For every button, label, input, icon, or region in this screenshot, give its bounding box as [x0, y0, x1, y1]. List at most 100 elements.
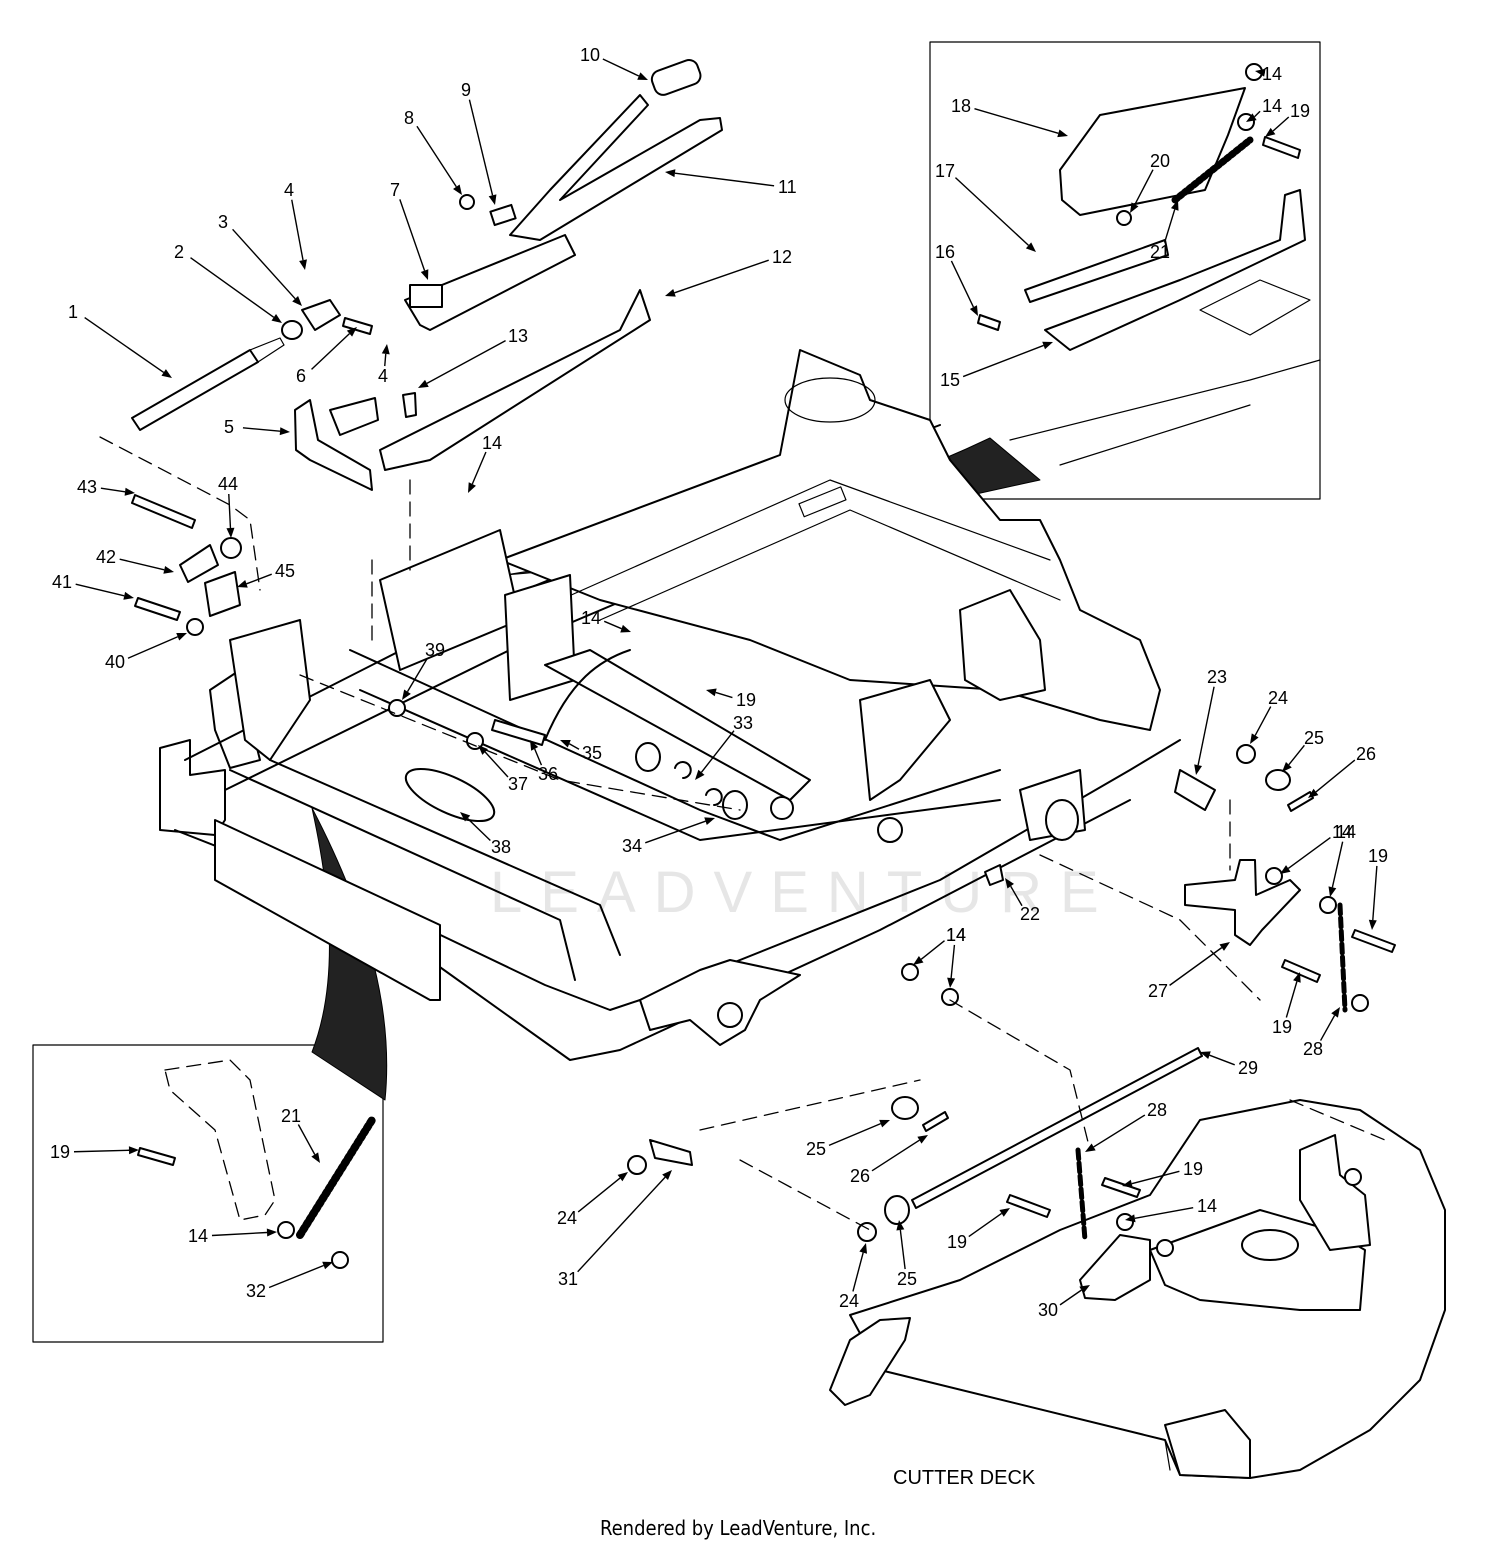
callout-arrowhead-c43 — [124, 487, 135, 496]
callout-label-c21b: 21 — [281, 1106, 301, 1126]
callout-label-c10: 10 — [580, 45, 600, 65]
part-19-bolt-r2 — [1281, 959, 1321, 983]
callout-label-c18: 18 — [951, 96, 971, 116]
part-38-spring — [404, 767, 496, 823]
callout-arrowhead-c19f — [1122, 1179, 1133, 1188]
pivot-plate-left — [229, 619, 311, 761]
callout-label-c38: 38 — [491, 837, 511, 857]
callout-arrowhead-c37 — [478, 745, 488, 755]
callout-arrowhead-c28a — [1331, 1007, 1340, 1018]
callout-leader-c31 — [577, 1176, 666, 1273]
callout-label-c27: 27 — [1148, 981, 1168, 1001]
callout-leader-c14h — [950, 944, 956, 979]
part-14-nut-r — [1319, 896, 1337, 914]
callout-arrowhead-c22 — [1005, 878, 1014, 889]
assembly-line-5 — [949, 999, 1091, 1151]
part-42-link — [179, 544, 219, 583]
callout-label-c14h: 14 — [946, 925, 966, 945]
callout-arrowhead-c23 — [1194, 764, 1203, 775]
cutter-deck-spindle-hole — [1241, 1229, 1299, 1261]
part-28-chain — [1337, 902, 1348, 1013]
callout-label-c4b: 4 — [378, 366, 388, 386]
part-24-nut — [1236, 744, 1256, 764]
frame-bracket-hole — [877, 817, 903, 843]
part-7-block — [409, 284, 443, 308]
callout-arrowhead-c14f — [1328, 886, 1337, 897]
assembly-line-6 — [1289, 1099, 1386, 1141]
frame-skirt — [214, 819, 441, 1001]
callout-leader-c33 — [700, 730, 735, 773]
part-14-nut-d2 — [1156, 1239, 1174, 1257]
frame-arm — [544, 649, 811, 801]
part-14-nut-27 — [1265, 867, 1283, 885]
part-14-nut-m1 — [901, 963, 919, 981]
callout-arrowhead-c14b — [1255, 68, 1266, 77]
callout-arrowhead-c24c — [859, 1243, 868, 1254]
callout-label-c14i: 14 — [188, 1226, 208, 1246]
callout-arrowhead-c19b — [706, 688, 717, 697]
callout-label-c24a: 24 — [1268, 688, 1288, 708]
part-17-bar — [1024, 239, 1169, 303]
callout-label-c29: 29 — [1238, 1058, 1258, 1078]
callout-arrowhead-c45 — [237, 580, 248, 588]
part-30-hanger — [1079, 1234, 1151, 1301]
footer-credit: Rendered by LeadVenture, Inc. — [600, 1516, 876, 1540]
callout-label-c24c: 24 — [839, 1291, 859, 1311]
part-43-bolt — [131, 494, 196, 529]
callout-arrowhead-c26b — [917, 1135, 928, 1144]
callout-arrowhead-c25c — [896, 1220, 905, 1231]
callout-arrowhead-c19a — [1265, 127, 1276, 137]
callout-arrowhead-c14i — [266, 1228, 277, 1237]
callout-leader-c45 — [246, 573, 272, 585]
callout-label-c17: 17 — [935, 161, 955, 181]
inset-bracket — [1044, 189, 1306, 351]
part-21-spring — [1171, 136, 1254, 204]
callout-label-c4a: 4 — [284, 180, 294, 200]
part-33-clip-b — [705, 788, 723, 806]
callout-arrowhead-c35 — [560, 740, 571, 748]
part-39-nut — [388, 699, 406, 717]
callout-leader-c14g — [920, 940, 945, 960]
callout-arrowhead-c12 — [665, 289, 676, 297]
part-11-handle — [509, 94, 723, 241]
callout-arrowhead-c10 — [637, 72, 648, 80]
inset-lever-dashed — [164, 1059, 276, 1221]
part-28-chain-deck — [1075, 1147, 1088, 1243]
part-33-clip-a — [674, 761, 692, 779]
callout-leader-c23 — [1197, 686, 1215, 766]
callout-leader-c25b — [828, 1123, 881, 1146]
callout-leader-c16 — [950, 260, 975, 308]
callout-leader-c19a — [1272, 116, 1290, 132]
callout-label-c45: 45 — [275, 561, 295, 581]
callout-arrowhead-c21b — [311, 1152, 320, 1163]
callout-label-c2: 2 — [174, 242, 184, 262]
callout-arrowhead-c4a — [299, 259, 307, 270]
part-45-bushing — [204, 571, 241, 617]
callout-label-c16: 16 — [935, 242, 955, 262]
part-20-nut-inset — [1116, 210, 1132, 226]
callout-leader-c25c — [899, 1229, 906, 1270]
frame-bracket-mid — [504, 574, 576, 701]
callout-arrowhead-c16 — [969, 305, 978, 316]
callout-arrowhead-c44 — [226, 527, 235, 538]
callout-label-c6: 6 — [296, 366, 306, 386]
callout-arrowhead-c9 — [488, 194, 497, 205]
part-19-bolt-r — [1351, 929, 1396, 953]
callout-arrowhead-c2 — [271, 314, 282, 323]
inset-frame-bottom — [32, 1044, 384, 1343]
callout-arrowhead-c20 — [1130, 202, 1139, 213]
callout-label-c14g: 14 — [946, 925, 966, 945]
callout-arrowhead-c41 — [123, 591, 134, 600]
callout-leader-c41 — [75, 583, 125, 597]
part-14-nut-d3 — [1344, 1168, 1362, 1186]
frame-body-ridge — [559, 479, 1051, 601]
callout-leader-c20 — [1134, 169, 1154, 205]
part-29-rod — [911, 1047, 1203, 1209]
diagram-caption: CUTTER DECK — [893, 1467, 1036, 1489]
callout-leader-c21a — [1163, 209, 1176, 243]
part-9-spacer — [489, 203, 517, 227]
callout-label-c3: 3 — [218, 212, 228, 232]
callout-leader-c4a — [291, 199, 304, 261]
front-hitch-hole — [717, 1002, 743, 1028]
